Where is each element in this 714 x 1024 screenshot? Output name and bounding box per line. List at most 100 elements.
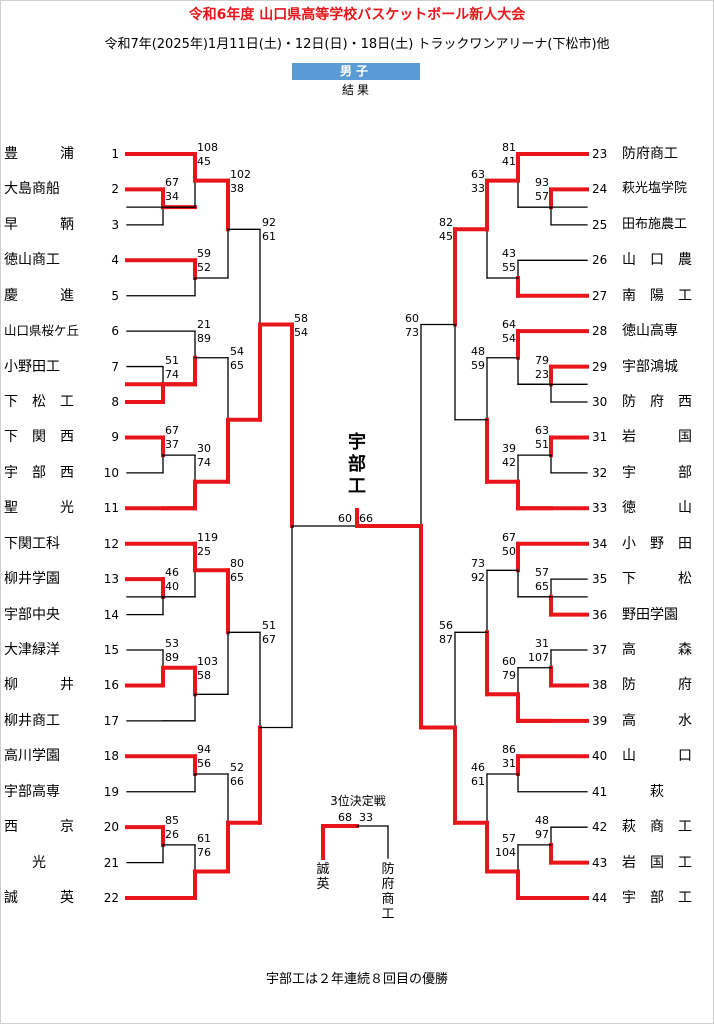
team-seed: 19 xyxy=(103,784,119,799)
score-label: 66 xyxy=(230,775,244,789)
score-label: 50 xyxy=(502,544,516,558)
score-label: 52 xyxy=(197,261,211,275)
team-seed: 30 xyxy=(592,395,608,409)
team-name: 下関工科 xyxy=(4,535,60,552)
score-label: 108 xyxy=(197,141,218,154)
team-seed: 6 xyxy=(111,324,119,339)
score-label: 119 xyxy=(197,530,218,544)
score-label: 33 xyxy=(471,181,485,195)
team-name: 宇部高専 xyxy=(4,783,60,800)
score-label: 58 xyxy=(294,311,308,325)
score-label: 51 xyxy=(535,438,549,452)
team-seed: 37 xyxy=(592,643,608,658)
score-label: 107 xyxy=(528,651,549,665)
score-label: 81 xyxy=(502,141,516,154)
score-label: 56 xyxy=(197,757,211,771)
team-seed: 38 xyxy=(592,678,608,693)
team-name: 南 陽 工 xyxy=(622,287,692,304)
score-label: 73 xyxy=(405,325,419,339)
team-name: 高川学園 xyxy=(4,748,60,765)
score-label: 67 xyxy=(165,176,179,190)
score-label: 41 xyxy=(502,155,516,168)
tournament-title: 令和6年度 山口県高等学校バスケットボール新人大会 xyxy=(188,7,526,23)
team-seed: 39 xyxy=(592,713,608,728)
score-label: 59 xyxy=(197,247,211,261)
champion-char: 宇 xyxy=(348,432,366,453)
team-name: 萩光塩学院 xyxy=(622,181,688,197)
score-label: 51 xyxy=(165,353,179,367)
score-label: 67 xyxy=(502,530,516,544)
team-seed: 31 xyxy=(592,430,608,445)
team-seed: 33 xyxy=(592,501,608,516)
team-name: 野田学園 xyxy=(622,606,678,623)
team-seed: 17 xyxy=(103,713,119,728)
score-label: 57 xyxy=(535,190,549,204)
team-seed: 20 xyxy=(103,820,119,835)
team-name: 小野田工 xyxy=(4,358,60,375)
team-seed: 18 xyxy=(103,749,119,764)
score-label: 73 xyxy=(471,557,485,571)
tournament-subtitle: 令和7年(2025年)1月11日(土)・12日(日)・18日(土) トラックワン… xyxy=(104,37,610,52)
score-label: 76 xyxy=(197,845,211,859)
team-seed: 41 xyxy=(592,784,608,799)
team-seed: 35 xyxy=(592,572,608,587)
score-label: 92 xyxy=(471,571,485,585)
score-label: 55 xyxy=(502,261,516,275)
team-name: 岩 国 工 xyxy=(622,854,692,871)
team-seed: 3 xyxy=(111,217,119,232)
team-name: 誠 英 xyxy=(4,890,74,907)
team-name: 大島商船 xyxy=(4,181,60,198)
team-name: 徳山商工 xyxy=(4,252,60,269)
team-name: 宇部鴻城 xyxy=(622,358,678,375)
team-seed: 7 xyxy=(111,359,119,374)
score-label: 63 xyxy=(471,167,485,181)
score-label: 21 xyxy=(197,318,211,332)
score-label: 82 xyxy=(439,216,453,230)
champion-char: 工 xyxy=(348,476,366,497)
team-name: 高 森 xyxy=(622,642,692,659)
team-seed: 22 xyxy=(103,891,119,906)
team-seed: 10 xyxy=(103,465,119,480)
team-seed: 21 xyxy=(103,855,119,870)
score-label: 104 xyxy=(495,845,516,859)
score-label: 58 xyxy=(197,668,211,682)
score-label: 74 xyxy=(165,367,179,381)
team-seed: 1 xyxy=(111,147,119,161)
score-label: 89 xyxy=(197,332,211,346)
team-name: 下 松 xyxy=(622,571,692,588)
team-name: 高 水 xyxy=(622,712,692,729)
team-seed: 11 xyxy=(103,501,119,516)
team-name: 光 xyxy=(4,854,46,871)
score-label: 87 xyxy=(439,633,453,647)
score-label: 74 xyxy=(197,456,211,470)
score-label: 63 xyxy=(535,424,549,438)
team-name: 防 府 西 xyxy=(622,394,692,410)
score-label: 60 xyxy=(405,311,419,325)
team-seed: 26 xyxy=(592,253,608,268)
team-seed: 43 xyxy=(592,855,608,870)
score-label: 48 xyxy=(471,344,485,358)
team-seed: 12 xyxy=(103,536,119,551)
score-label: 38 xyxy=(230,181,244,195)
team-name: 柳井商工 xyxy=(4,712,60,729)
score-label: 30 xyxy=(197,442,211,456)
score-label: 52 xyxy=(230,761,244,775)
score-label: 61 xyxy=(197,831,211,845)
team-seed: 4 xyxy=(111,253,119,268)
score-label: 102 xyxy=(230,167,251,181)
team-name: 徳 山 xyxy=(622,500,692,517)
score-label: 79 xyxy=(502,668,516,682)
score-label: 65 xyxy=(535,580,549,594)
team-name: 防府商工 xyxy=(622,146,678,162)
score-label: 23 xyxy=(535,367,549,381)
team-name: 豊 浦 xyxy=(4,146,74,162)
score-label: 31 xyxy=(502,757,516,771)
score-label: 37 xyxy=(165,438,179,452)
score-label: 85 xyxy=(165,814,179,828)
score-label: 60 xyxy=(502,654,516,668)
team-seed: 28 xyxy=(592,324,608,339)
score-label: 26 xyxy=(165,828,179,842)
team-name: 宇 部 西 xyxy=(4,464,74,481)
team-seed: 32 xyxy=(592,465,608,480)
